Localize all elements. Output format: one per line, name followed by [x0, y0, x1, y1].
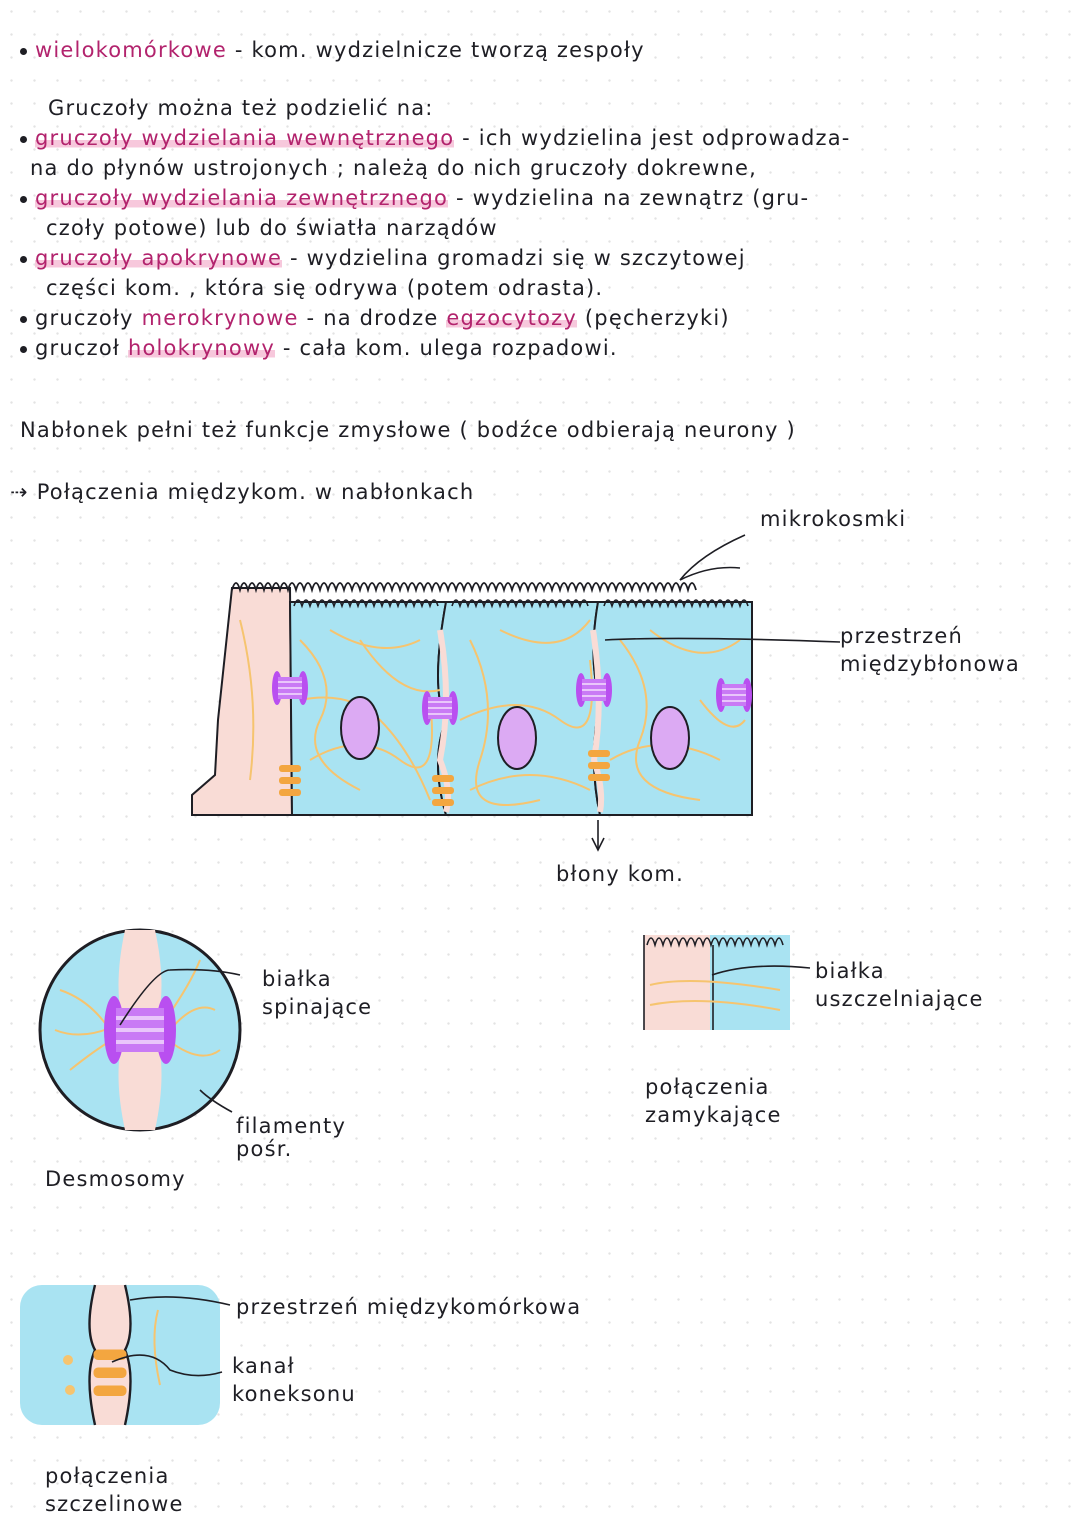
note-text: - na drodze	[306, 306, 439, 330]
label-microvilli: mikrokosmki	[760, 507, 907, 531]
note-line-10: gruczoł holokrynowy - cała kom. ulega ro…	[20, 336, 618, 360]
label-gap-junctions: połączenia szczelinowe	[45, 1464, 184, 1517]
note-line-5: gruczoły wydzielania zewnętrznego - wydz…	[20, 186, 810, 210]
bullet-icon	[20, 255, 27, 263]
note-line-4: na do płynów ustrojonych ; należą do nic…	[30, 156, 757, 180]
nucleus	[497, 706, 537, 770]
note-text: - wydzielina gromadzi się w szczytowej	[289, 246, 746, 270]
term-endocrine: gruczoły wydzielania wewnętrznego	[35, 126, 455, 150]
tight-junction-diagram	[643, 935, 811, 1030]
note-text: gruczoł	[35, 336, 121, 360]
term-exocrine: gruczoły wydzielania zewnętrznego	[35, 186, 449, 210]
term-holocrine: holokrynowy	[127, 336, 275, 360]
term-multicellular: wielokomórkowe	[35, 38, 227, 62]
label-linking-proteins: białka spinające	[262, 967, 373, 1020]
gap-junction	[432, 775, 454, 806]
note-text: - wydzielina na zewnątrz (gru-	[456, 186, 810, 210]
nucleus	[650, 706, 690, 770]
microvilli	[231, 582, 697, 594]
note-line-12: ⇢ Połączenia międzykom. w nabłonkach	[10, 482, 474, 503]
note-text: (pęcherzyki)	[584, 306, 730, 330]
section-heading: Połączenia międzykom. w nabłonkach	[36, 480, 475, 504]
note-line-11: Nabłonek pełni też funkcje zmysłowe ( bo…	[20, 418, 796, 442]
gap-junction	[279, 765, 301, 796]
bullet-icon	[20, 47, 27, 55]
note-line-9: gruczoły merokrynowe - na drodze egzocyt…	[20, 306, 730, 330]
note-line-2: Gruczoły można też podzielić na:	[48, 96, 434, 120]
note-line-8: części kom. , która się odrywa (potem od…	[46, 276, 604, 300]
label-cell-membranes: błony kom.	[556, 862, 684, 886]
label-intermediate-filaments: filamenty pośr.	[236, 1114, 347, 1162]
note-line-6: czoły potowe) lub do światła narządów	[46, 216, 498, 240]
gap-junction-diagram	[20, 1284, 231, 1426]
label-intercellular-space: przestrzeń międzybłonowa	[840, 624, 1020, 677]
note-text: - kom. wydzielnicze tworzą zespoły	[234, 38, 645, 62]
bullet-icon	[20, 315, 27, 323]
nucleus	[340, 696, 380, 760]
term-apocrine: gruczoły apokrynowe	[35, 246, 283, 270]
term-exocytosis: egzocytozy	[446, 306, 578, 330]
note-text: gruczoły	[35, 306, 134, 330]
arrow-right-icon: ⇢	[10, 480, 29, 504]
label-desmosomes: Desmosomy	[45, 1167, 186, 1191]
epithelium-diagram	[191, 534, 841, 852]
gap-junction	[588, 750, 610, 781]
term-merocrine: merokrynowe	[141, 306, 299, 330]
note-text: - cała kom. ulega rozpadowi.	[282, 336, 618, 360]
label-intercellular-space-2: przestrzeń międzykomórkowa	[236, 1295, 582, 1319]
note-text: - ich wydzielina jest odprowadza-	[462, 126, 851, 150]
label-connexon-channel: kanał koneksonu	[232, 1354, 356, 1407]
note-line-3: gruczoły wydzielania wewnętrznego - ich …	[20, 126, 851, 150]
label-sealing-proteins: białka uszczelniające	[815, 959, 984, 1012]
note-line-1: wielokomórkowe - kom. wydzielnicze tworz…	[20, 40, 645, 61]
filaments	[239, 619, 746, 806]
label-tight-junctions: połączenia zamykające	[645, 1075, 782, 1128]
bullet-icon	[20, 195, 27, 203]
bullet-icon	[20, 345, 27, 353]
bullet-icon	[20, 135, 27, 143]
note-line-7: gruczoły apokrynowe - wydzielina gromadz…	[20, 246, 746, 270]
desmosome-closeup	[38, 928, 242, 1132]
